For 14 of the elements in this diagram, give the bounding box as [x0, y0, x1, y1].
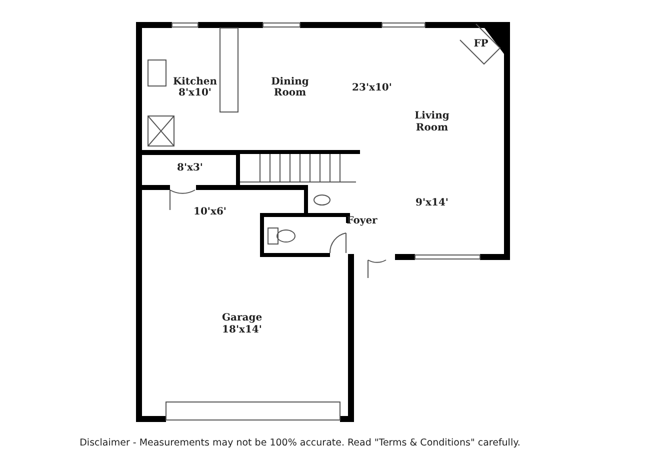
room-name: Garage	[222, 312, 262, 324]
room-dimensions: 10'x6'	[194, 206, 226, 218]
room-name: Room	[274, 88, 306, 98]
room-dimensions: 9'x14'	[416, 198, 448, 208]
room-dimensions: 18'x14'	[222, 324, 262, 336]
room-name: Dining	[271, 76, 309, 88]
room-dimensions: 8'x3'	[177, 162, 203, 174]
room-name: Room	[416, 122, 448, 134]
disclaimer-text: Disclaimer - Measurements may not be 100% accurate. Read "Terms & Conditions" carefully.	[80, 438, 520, 448]
room-name: Kitchen	[172, 76, 218, 88]
room-dimensions: 8'x10'	[178, 88, 212, 98]
fireplace-label: FP	[474, 38, 488, 50]
room-name: Living	[414, 110, 450, 122]
room-dimensions: 23'x10'	[352, 82, 392, 94]
